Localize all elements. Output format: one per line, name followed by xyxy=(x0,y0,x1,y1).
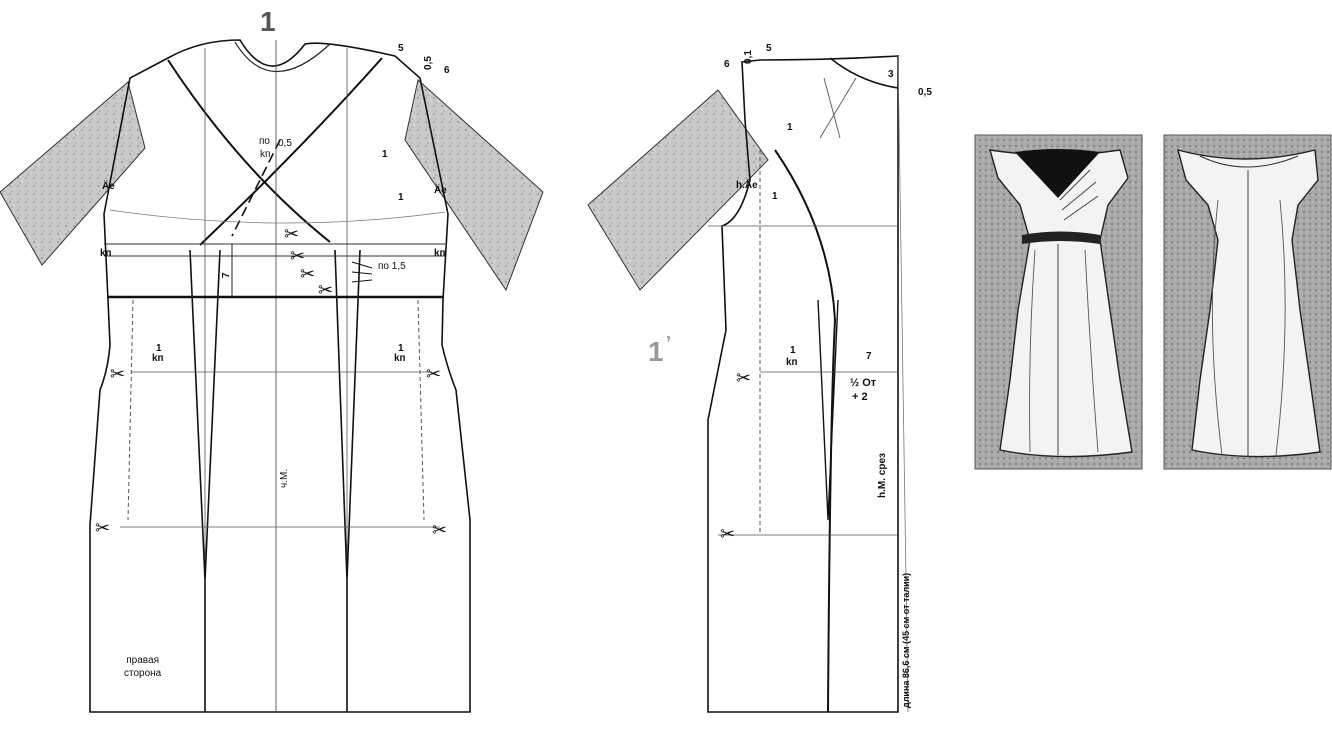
dim-5-back: 5 xyxy=(766,43,772,54)
dart-right xyxy=(334,249,361,581)
dim-6-back: 6 xyxy=(724,59,730,70)
front-neckline-dark xyxy=(1015,149,1100,198)
wrap-line-right xyxy=(199,57,383,246)
figure-1-front xyxy=(0,39,544,713)
scissors-icon: ✂ xyxy=(432,520,447,541)
scissors-icon: ✂ xyxy=(95,518,110,539)
back-princess-seam xyxy=(774,149,837,713)
dim-3-back: 3 xyxy=(888,69,894,80)
dim-6: 6 xyxy=(444,65,450,76)
dim-po15: по 1,5 xyxy=(378,261,406,272)
plus-2: + 2 xyxy=(852,391,868,403)
armhole-mark-left: Äe xyxy=(102,181,115,192)
side-hatch-right xyxy=(417,299,425,521)
figure-1-number: 1 xyxy=(260,6,276,37)
front-panel-seams xyxy=(1029,249,1099,453)
scissors-icon: ✂ xyxy=(110,364,125,385)
right-side-note: правая сторона xyxy=(124,655,162,679)
side-hatch-left xyxy=(127,299,134,521)
kp-mark-left: kп xyxy=(100,248,112,259)
scissors-icon: ✂ xyxy=(300,264,315,285)
figure-1b-prime: ’ xyxy=(666,333,672,353)
scissors-icon: ✂ xyxy=(284,224,299,245)
back-center-line xyxy=(897,55,909,713)
right-sleeve xyxy=(404,79,544,292)
figure-1b-back xyxy=(587,55,909,713)
scissors-icon: ✂ xyxy=(426,364,441,385)
figure-1b-number: 1 xyxy=(648,336,664,367)
length-note: длина 86,6 см (45 см от талии) xyxy=(901,572,911,708)
back-dress-shape xyxy=(1177,149,1321,458)
left-sleeve xyxy=(0,81,146,266)
dim-05-back: 0,5 xyxy=(918,87,932,98)
dim-1-back-hip: 1 xyxy=(790,345,796,356)
back-outline xyxy=(707,55,899,713)
wrap-line-left xyxy=(167,59,331,243)
dim-7-back: 7 xyxy=(866,351,872,362)
scissors-icon: ✂ xyxy=(290,246,305,267)
kp-left-hip: kп xyxy=(152,353,164,364)
armhole-mark-right: Äe xyxy=(434,185,447,196)
front-neckline xyxy=(234,41,331,73)
kp-mark-right: kп xyxy=(434,248,446,259)
front-waistband xyxy=(1022,231,1100,244)
back-dart xyxy=(817,299,839,521)
dim-1-right: 1 xyxy=(382,149,388,160)
scissors-icon: ✂ xyxy=(318,280,333,301)
back-panel-seams xyxy=(1211,199,1286,456)
front-outline xyxy=(89,39,471,713)
armhole-back: h.Äe xyxy=(736,180,758,191)
dim-1-right-hip: 1 xyxy=(398,343,404,354)
dim-kp: kп xyxy=(260,149,271,160)
dim-5: 5 xyxy=(398,43,404,54)
kp-right-hip: kп xyxy=(394,353,406,364)
shoulder-dart xyxy=(819,77,857,139)
dim-1-back-shoulder: 1 xyxy=(787,122,793,133)
scissors-icon: ✂ xyxy=(720,524,735,545)
dim-1-right-2: 1 xyxy=(398,192,404,203)
bust-arrows xyxy=(351,261,373,283)
dim-05-top: 0,5 xyxy=(423,56,434,70)
dim-7: 7 xyxy=(221,272,232,278)
front-drape-lines xyxy=(1059,169,1099,221)
center-line-label: ч.М. xyxy=(279,468,290,488)
illustration-front xyxy=(974,134,1143,470)
dim-1-back-armhole: 1 xyxy=(772,191,778,202)
illustration-back xyxy=(1163,134,1332,470)
bust-curve xyxy=(109,209,446,224)
back-neckline xyxy=(1199,155,1299,168)
wrap-dashed xyxy=(231,139,281,237)
dim-1-left-hip: 1 xyxy=(156,343,162,354)
scissors-fig1: ✂ ✂ ✂ ✂ ✂ ✂ ✂ ✂ xyxy=(95,224,447,541)
dim-po: по xyxy=(259,136,270,147)
half-from: ½ От xyxy=(850,377,877,389)
kp-back-hip: kп xyxy=(786,357,798,368)
dim-01-back: 0,1 xyxy=(743,50,754,64)
back-neck xyxy=(829,57,899,89)
dim-05-neck: 0,5 xyxy=(278,138,292,149)
back-sleeve xyxy=(587,89,769,291)
cut-line-label: h.M. срез xyxy=(877,453,888,498)
scissors-icon: ✂ xyxy=(736,368,751,389)
scissors-fig1b: ✂ ✂ xyxy=(720,368,751,545)
